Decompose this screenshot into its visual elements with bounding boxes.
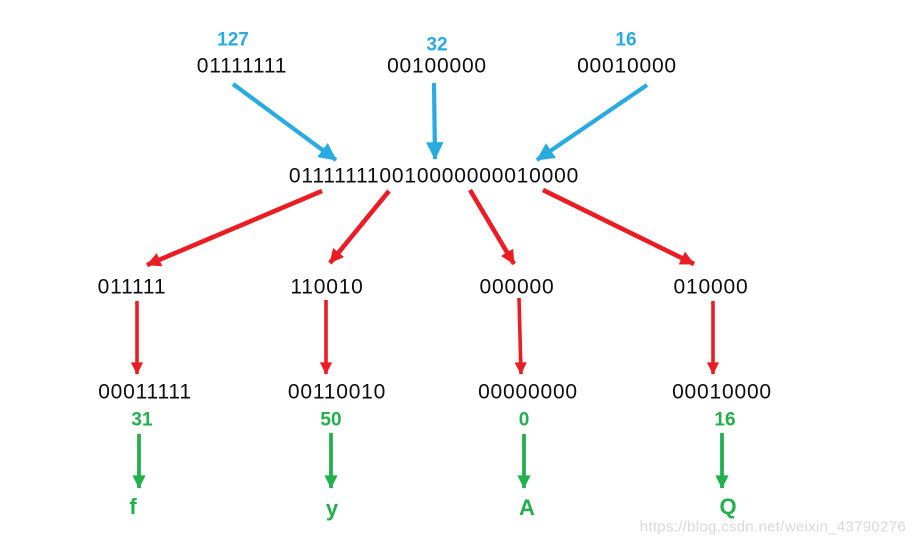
eight-bit-value-4: 00010000	[672, 380, 772, 404]
input-binary-1: 01111111	[196, 54, 288, 78]
input-binary-2: 00100000	[387, 54, 487, 78]
input-decimal-1: 127	[217, 29, 249, 51]
input-binary-3: 00010000	[577, 54, 677, 78]
base64-char-3: A	[519, 495, 535, 520]
blue-arrow-byte1-icon	[231, 82, 338, 162]
red-arrow-split1-icon	[146, 188, 323, 268]
input-decimal-2: 32	[426, 34, 448, 56]
blue-arrow-byte3-icon	[535, 83, 649, 162]
six-bit-group-2: 110010	[290, 275, 364, 299]
watermark: https://blog.csdn.net/weixin_43790276	[639, 518, 906, 536]
red-arrow-split3-icon	[468, 188, 516, 266]
red-arrow-split2-icon	[328, 189, 391, 265]
index-decimal-1: 31	[131, 409, 153, 431]
index-decimal-3: 0	[518, 409, 530, 431]
base64-char-4: Q	[719, 494, 737, 519]
red-arrow-pad3-icon	[514, 297, 527, 375]
six-bit-group-1: 011111	[97, 275, 167, 299]
eight-bit-value-3: 00000000	[478, 380, 578, 404]
index-decimal-2: 50	[320, 409, 342, 431]
six-bit-group-3: 000000	[479, 275, 555, 299]
red-arrow-split4-icon	[541, 187, 696, 267]
combined-binary: 011111110010000000010000	[288, 164, 580, 188]
eight-bit-value-2: 00110010	[287, 380, 387, 404]
index-decimal-4: 16	[714, 409, 736, 431]
six-bit-group-4: 010000	[673, 275, 749, 299]
blue-arrow-byte2-icon	[425, 82, 444, 160]
base64-char-2: y	[325, 496, 339, 521]
input-decimal-3: 16	[615, 29, 637, 51]
eight-bit-value-1: 00011111	[98, 380, 192, 404]
base64-char-1: f	[129, 494, 137, 519]
